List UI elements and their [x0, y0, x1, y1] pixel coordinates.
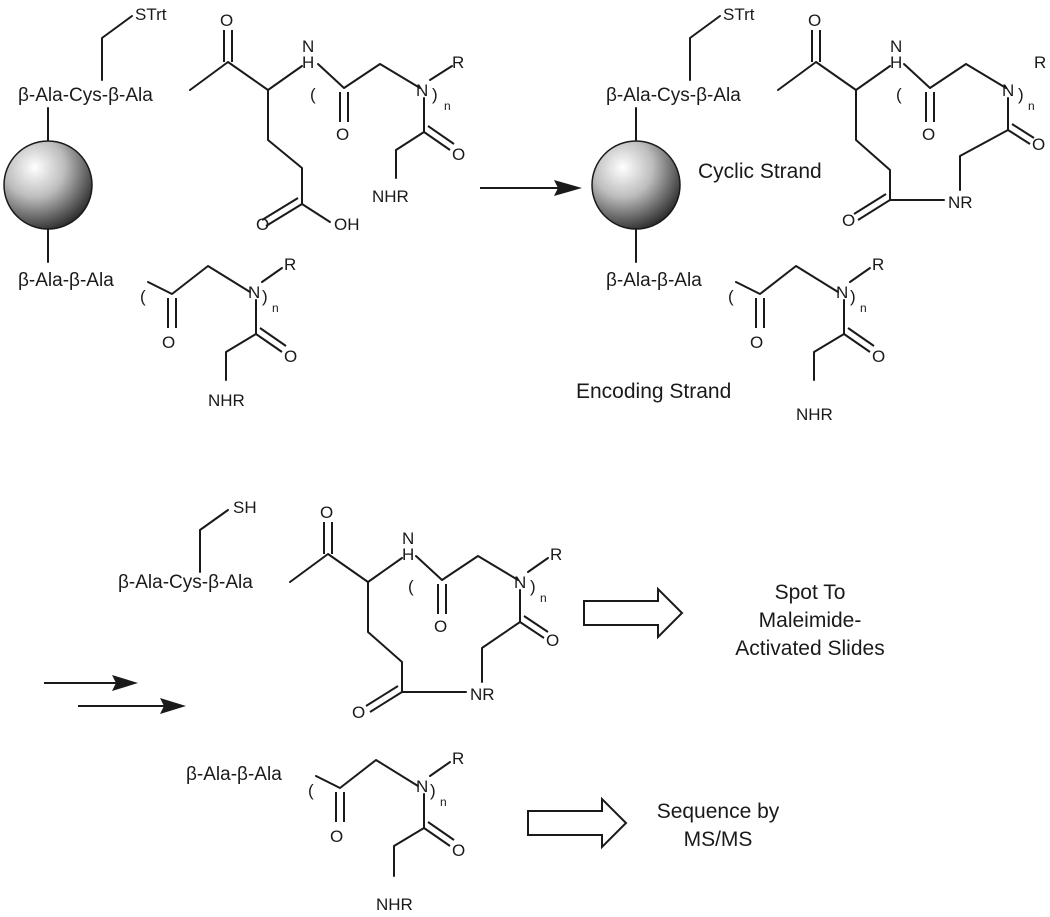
svg-text:): ) — [850, 287, 856, 306]
svg-text:O: O — [750, 333, 763, 352]
encoding-strand-caption: Encoding Strand — [576, 380, 731, 403]
cys-side-chain — [101, 15, 133, 81]
svg-text:H: H — [890, 53, 902, 72]
svg-text:n: n — [440, 795, 447, 809]
svg-text:N: N — [248, 283, 260, 302]
carbonyl-o: O — [220, 11, 233, 30]
svg-text:n: n — [1028, 99, 1035, 113]
svg-text:n: n — [444, 99, 451, 113]
cleavage-arrows — [44, 675, 186, 714]
svg-text:R: R — [452, 53, 464, 72]
nhr-top: NHR — [372, 187, 409, 206]
reaction-arrow-1 — [480, 180, 582, 196]
svg-text:): ) — [262, 287, 268, 306]
svg-text:R: R — [452, 749, 464, 768]
resin-bead-2 — [591, 140, 681, 230]
cleaved-cyclic-strand: SH β-Ala-Cys-β-Ala O N H ( O N ) n R O N… — [118, 498, 562, 722]
sequence-outcome: Sequence by MS/MS — [527, 796, 780, 851]
spot-caption-2: Maleimide- — [759, 609, 862, 632]
svg-text:R: R — [1034, 53, 1046, 72]
svg-text:n: n — [540, 591, 547, 605]
cyclic-strand-caption: Cyclic Strand — [698, 160, 822, 183]
ring-nr: NR — [948, 193, 973, 212]
svg-text:β-Ala-Cys-β-Ala: β-Ala-Cys-β-Ala — [118, 572, 253, 593]
nh-n: N — [302, 37, 314, 56]
svg-text:O: O — [434, 617, 447, 636]
peptoid-chain — [317, 63, 421, 89]
svg-text:O: O — [546, 631, 559, 650]
svg-text:): ) — [430, 781, 436, 800]
svg-text:(: ( — [896, 85, 902, 104]
starting-resin-compound: STrt β-Ala-Cys-β-Ala O H N O OH ( O N ) … — [3, 5, 465, 410]
svg-text:β-Ala-β-Ala: β-Ala-β-Ala — [606, 270, 702, 291]
svg-text:O: O — [352, 703, 365, 722]
svg-text:): ) — [1018, 85, 1024, 104]
svg-text:O: O — [842, 211, 855, 230]
cyclized-resin-compound: STrt β-Ala-Cys-β-Ala Cyclic Strand O N H… — [576, 5, 1046, 424]
svg-text:N: N — [514, 573, 526, 592]
svg-text:O: O — [162, 333, 175, 352]
svg-text:O: O — [336, 125, 349, 144]
svg-text:O: O — [452, 841, 465, 860]
svg-text:O: O — [256, 215, 269, 234]
paren-open: ( — [310, 85, 316, 104]
svg-text:(: ( — [728, 287, 734, 306]
glu-side-chain — [267, 89, 303, 205]
svg-text:β-Ala-β-Ala: β-Ala-β-Ala — [186, 764, 282, 785]
svg-text:N: N — [1002, 81, 1014, 100]
svg-text:N: N — [416, 777, 428, 796]
cleaved-encoding-strand: β-Ala-β-Ala ( O N ) n R O NHR — [186, 749, 465, 914]
svg-text:NHR: NHR — [796, 405, 833, 424]
resin-bead — [3, 140, 93, 230]
svg-text:N: N — [890, 37, 902, 56]
carboxyl-oh: OH — [334, 215, 360, 234]
sequence-caption-1: Sequence by — [657, 800, 780, 823]
strt-label: STrt — [135, 5, 167, 24]
svg-text:N: N — [402, 529, 414, 548]
svg-text:R: R — [284, 255, 296, 274]
spot-caption-1: Spot To — [775, 581, 846, 604]
svg-text:O: O — [330, 827, 343, 846]
svg-text:n: n — [860, 301, 867, 315]
hollow-arrow-spot — [583, 586, 684, 640]
svg-text:O: O — [320, 503, 333, 522]
svg-text:n: n — [272, 301, 279, 315]
sequence-caption-2: MS/MS — [684, 828, 753, 851]
backbone-bonds — [189, 61, 303, 91]
svg-text:O: O — [872, 347, 885, 366]
svg-text:N: N — [836, 283, 848, 302]
peptide-ala-label: β-Ala-β-Ala — [18, 270, 114, 291]
sh-label: SH — [233, 498, 257, 517]
svg-text:STrt: STrt — [723, 5, 755, 24]
svg-text:H: H — [402, 545, 414, 564]
svg-text:O: O — [452, 145, 465, 164]
svg-text:(: ( — [408, 577, 414, 596]
peptoid-n: N — [416, 81, 428, 100]
nh-h: H — [302, 53, 314, 72]
svg-text:NHR: NHR — [376, 895, 413, 914]
svg-text:): ) — [530, 577, 536, 596]
peptide-cys-label: β-Ala-Cys-β-Ala — [18, 85, 153, 106]
spot-outcome: Spot To Maleimide- Activated Slides — [583, 581, 885, 660]
svg-text:NR: NR — [470, 685, 495, 704]
svg-text:O: O — [284, 347, 297, 366]
svg-text:R: R — [550, 545, 562, 564]
svg-text:(: ( — [308, 781, 314, 800]
svg-text:O: O — [1032, 135, 1045, 154]
svg-text:NHR: NHR — [208, 391, 245, 410]
svg-text:O: O — [922, 125, 935, 144]
svg-text:(: ( — [140, 287, 146, 306]
svg-text:β-Ala-Cys-β-Ala: β-Ala-Cys-β-Ala — [606, 85, 741, 106]
svg-text:O: O — [808, 11, 821, 30]
svg-text:R: R — [872, 255, 884, 274]
hollow-arrow-sequence — [527, 796, 628, 850]
spot-caption-3: Activated Slides — [735, 637, 884, 660]
svg-text:): ) — [432, 85, 438, 104]
